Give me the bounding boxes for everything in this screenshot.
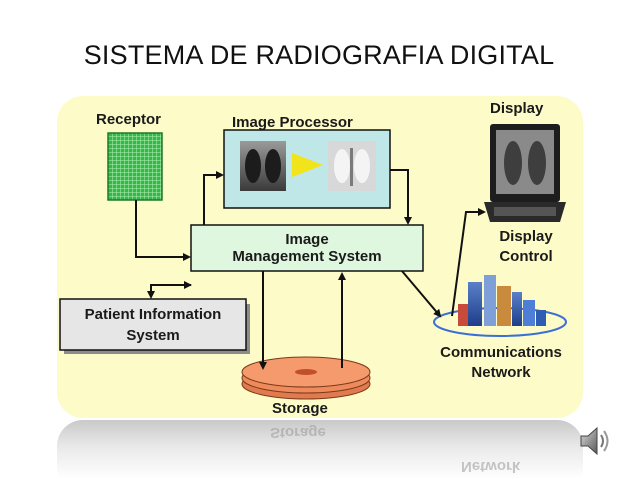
reflection-storage: Storage [270,424,326,441]
display-control-line1: Display [499,228,553,245]
pis-box [59,298,247,351]
comm-network-label: Communications Network [420,342,582,384]
display-label: Display [490,100,544,117]
panel-reflection: Storage Network [57,420,583,479]
receptor-grid [107,132,163,201]
arrow-ims-pis [147,284,191,299]
arrow-ims-processor [203,171,224,225]
network-city [433,275,567,337]
arrow-ims-network [401,270,442,318]
speaker-icon[interactable] [578,424,612,458]
pis-label-line1: Patient Information [84,305,222,323]
ims-box [190,224,424,272]
reflection-network: Network [461,458,521,475]
ims-label-line2: Management System [232,248,382,265]
display-control-label: Display Control [486,226,566,268]
ims-label-line1: Image [285,231,329,248]
image-processor-label: Image Processor [232,114,353,131]
slide-title: SISTEMA DE RADIOGRAFIA DIGITAL [83,40,555,70]
pis-label-line2: System [126,326,180,344]
ims-label: Image Management System [191,227,423,269]
comm-line2: Network [471,364,531,381]
arrow-network-display [451,208,486,317]
display-control-line2: Control [499,248,553,265]
pis-label: Patient Information System [60,301,246,348]
comm-line1: Communications [440,344,562,361]
processing-arrow-icon [292,153,323,177]
storage-disks [241,356,371,400]
arrow-processor-ims [390,169,412,225]
arrow-receptor-ims [135,200,191,261]
receptor-label: Receptor [96,111,162,128]
display-monitor [484,124,566,222]
storage-label: Storage [272,400,328,417]
